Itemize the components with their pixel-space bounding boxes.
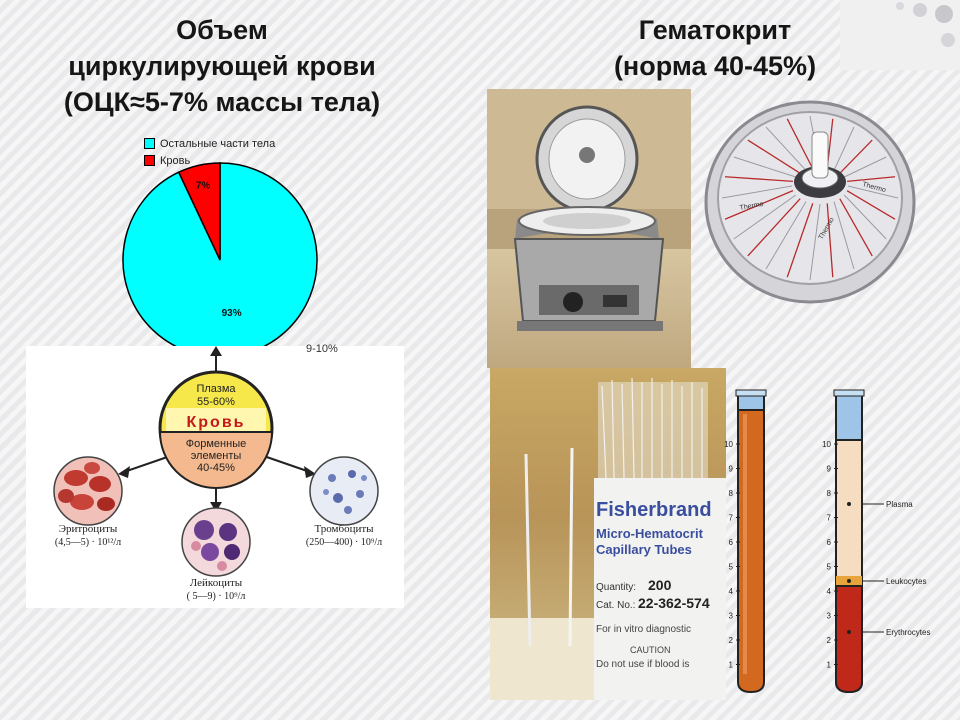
hematocrit-tubes: 10 9 8 7 6 5 4 3 2 1 10 9 8 7 6 5 4 3 2 1 Plasma Leukocytes…: [724, 370, 946, 706]
rotor-slot: [724, 176, 793, 182]
formed-elements-label-1: Форменные: [186, 438, 246, 450]
rotor-illustration: Thermo Thermo Thermo: [704, 100, 916, 304]
quantity-label: Quantity:: [596, 582, 636, 593]
rotor-slot: [847, 185, 899, 199]
corner-decoration: [840, 0, 960, 70]
rotor-slot: [765, 126, 807, 171]
rotor-slot: [765, 201, 807, 270]
rotor-slot: [839, 198, 873, 257]
rotor-slot: [846, 176, 896, 182]
plasma-label: Плазма: [196, 383, 236, 395]
blood-composition-circle: Плазма 55-60% Кровь Форменные элементы 4…: [158, 370, 274, 489]
quantity-value: 200: [648, 577, 672, 593]
rotor-slot: [786, 203, 814, 278]
rotor-slot: [724, 190, 794, 220]
plasma-tube-label: Plasma: [886, 500, 913, 509]
scale-label: 5: [729, 563, 734, 572]
platelets-label: Тромбоциты: [314, 523, 374, 535]
blood-diagram-canvas: 9-10% Плазма 55-60% Кровь Форменные элем…: [53, 343, 382, 602]
scale-label: 9: [827, 465, 832, 474]
rotor-slot: [826, 203, 834, 278]
scale-label: 1: [827, 661, 832, 670]
rotor-label-1: Thermo: [739, 201, 764, 212]
erythrocytes-label: Эритроциты: [59, 523, 118, 535]
platelets-image: [309, 456, 379, 526]
box-note-2: Do not use if blood is: [596, 659, 689, 670]
erythrocytes-image: [53, 456, 123, 526]
scale-label: 4: [827, 587, 832, 596]
rotor-slot: [733, 156, 796, 178]
tube-2: [833, 389, 865, 694]
chart-legend: Остальные части тела Кровь: [144, 135, 275, 169]
legend-swatch-red: [144, 155, 155, 166]
scale-label: 3: [729, 612, 734, 621]
box-brand: Fisherbrand: [596, 499, 712, 521]
legend-item-blood: Кровь: [144, 152, 275, 169]
erythrocytes-count: (4,5—5) · 10¹²/л: [55, 537, 121, 548]
tube-labels: Plasma Leukocytes Erythrocytes: [847, 500, 930, 637]
rotor-slot: [747, 198, 801, 257]
scale-label: 7: [827, 514, 832, 523]
platelets-count: (250—400) · 10⁹/л: [306, 537, 382, 548]
scale-label: 6: [827, 538, 832, 547]
pie-label-1: 7%: [196, 180, 211, 191]
rotor-photo: Thermo Thermo Thermo: [704, 90, 916, 308]
plasma-value: 55-60%: [197, 396, 235, 408]
scale-label: 10: [724, 440, 733, 449]
pie-label-0: 93%: [222, 308, 242, 319]
scale-label: 9: [729, 465, 734, 474]
leukocytes-image: [181, 507, 251, 577]
tube-scales: 10 9 8 7 6 5 4 3 2 1 10 9 8 7 6 5 4 3 2 1: [724, 440, 838, 670]
tube-1: [735, 389, 767, 694]
scale-label: 7: [729, 514, 734, 523]
box-caution: CAUTION: [630, 645, 671, 655]
box-note-1: For in vitro diagnostic: [596, 624, 691, 635]
rotor-slot: [809, 203, 821, 281]
partial-percent-label: 9-10%: [306, 343, 338, 355]
rotor-slot: [833, 126, 855, 171]
scale-label: 2: [827, 636, 832, 645]
leukocytes-tube-label: Leukocytes: [886, 577, 926, 586]
blood-diagram: 9-10% Плазма 55-60% Кровь Форменные элем…: [26, 343, 404, 608]
rotor-slot: [747, 139, 801, 174]
rotor-slot: [733, 194, 797, 240]
centrifuge-photo: [487, 89, 691, 368]
cat-label: Cat. No.:: [596, 600, 635, 611]
legend-swatch-cyan: [144, 138, 155, 149]
cat-value: 22-362-574: [638, 595, 710, 611]
leukocytes-label: Лейкоциты: [190, 577, 243, 589]
scale-label: 1: [729, 661, 734, 670]
rotor-slot: [833, 201, 855, 270]
centrifuge-illustration: [487, 89, 691, 331]
left-title: Объем циркулирующей крови (ОЦК≈5-7% масс…: [63, 15, 381, 117]
scale-label: 8: [827, 489, 832, 498]
legend-item-body: Остальные части тела: [144, 135, 275, 152]
formed-elements-value: 40-45%: [197, 462, 235, 474]
scale-label: 4: [729, 587, 734, 596]
capillary-tubes-photo: Fisherbrand Micro-Hematocrit Capillary T…: [490, 368, 726, 700]
rotor-slot: [839, 139, 873, 174]
scale-label: 6: [729, 538, 734, 547]
scale-label: 2: [729, 636, 734, 645]
erythrocytes-tube-label: Erythrocytes: [886, 628, 930, 637]
capillary-illustration: Fisherbrand Micro-Hematocrit Capillary T…: [490, 377, 726, 700]
box-line-2: Capillary Tubes: [596, 542, 692, 557]
pie-slice-1: [177, 162, 221, 261]
scale-label: 10: [822, 440, 831, 449]
scale-label: 3: [827, 612, 832, 621]
pie-chart: 93% 7%: [122, 162, 318, 358]
tubes-illustration: 10 9 8 7 6 5 4 3 2 1 10 9 8 7 6 5 4 3 2 1 Plasma Leukocytes…: [724, 389, 930, 694]
blood-center-label: Кровь: [187, 414, 246, 431]
scale-label: 8: [729, 489, 734, 498]
rotor-slot: [843, 194, 887, 240]
rotor-slot: [846, 190, 896, 220]
rotor-slot: [786, 118, 814, 169]
rotor-slot: [721, 185, 793, 199]
scale-label: 5: [827, 563, 832, 572]
leukocytes-count: ( 5—9) · 10⁹/л: [187, 591, 246, 602]
rotor-slot: [844, 156, 887, 178]
box-line-1: Micro-Hematocrit: [596, 526, 704, 541]
formed-elements-label-2: элементы: [191, 450, 242, 462]
right-title: Гематокрит (норма 40-45%): [613, 15, 817, 81]
